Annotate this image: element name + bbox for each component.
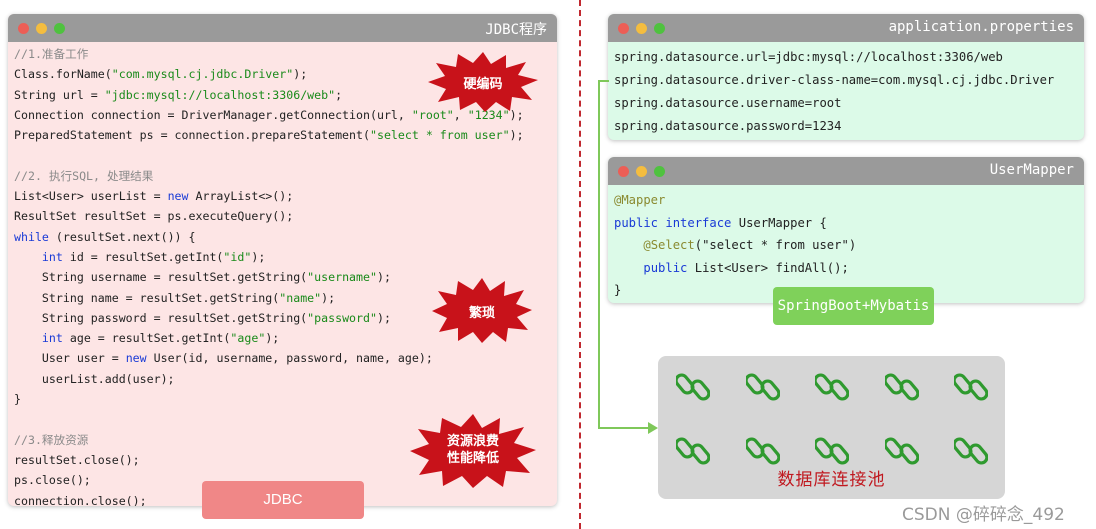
connector-line (598, 80, 609, 82)
watermark: CSDN @碎碎念_492 (902, 505, 1065, 525)
connector-line (598, 427, 650, 429)
chain-link-icon (744, 434, 780, 468)
code-line: String username = resultSet.getString("u… (14, 270, 391, 285)
code-line: //1.准备工作 (14, 47, 89, 61)
tedious-burst-callout: 繁琐 (432, 278, 532, 343)
code-line: public interface UserMapper { (614, 215, 827, 230)
code-line: public List<User> findAll(); (643, 260, 849, 275)
chain-link-icon (952, 434, 989, 468)
code-line: connection.close(); (14, 493, 147, 506)
close-window-button[interactable] (618, 23, 629, 34)
code-line: //2. 执行SQL, 处理结果 (14, 168, 154, 183)
code-line (14, 145, 557, 165)
code-line: String password = resultSet.getString("p… (14, 310, 391, 325)
chain-link-icon (744, 370, 780, 404)
code-line: @Mapper (614, 193, 666, 207)
resource-waste-label: 资源浪费 (446, 434, 499, 449)
resource-waste-burst-callout: 资源浪费 性能降低 (410, 414, 536, 488)
properties-code-block: spring.datasource.url=jdbc:mysql://local… (608, 42, 1084, 138)
code-line: spring.datasource.username=root (614, 96, 842, 110)
code-line: Class.forName("com.mysql.cj.jdbc.Driver"… (14, 67, 308, 82)
springboot-mybatis-tag: SpringBoot+Mybatis (773, 287, 934, 325)
chain-link-icon (952, 370, 989, 404)
code-line: spring.datasource.password=1234 (614, 119, 842, 133)
code-line: spring.datasource.url=jdbc:mysql://local… (614, 50, 1003, 64)
code-line: resultSet.close(); (14, 452, 140, 467)
code-line: Connection connection = DriverManager.ge… (14, 107, 524, 122)
code-line: ResultSet resultSet = ps.executeQuery(); (14, 209, 294, 224)
code-line: } (14, 392, 21, 407)
jdbc-window-titlebar: JDBC程序 (8, 14, 557, 42)
chain-link-icon (883, 370, 919, 404)
mapper-window-titlebar: UserMapper (608, 157, 1084, 185)
section-divider (579, 0, 581, 529)
chain-link-icon (883, 434, 919, 468)
maximize-window-button[interactable] (654, 23, 665, 34)
chain-link-icon (813, 370, 850, 404)
mapper-code-window: UserMapper @Mapper public interface UserM… (608, 157, 1084, 303)
code-line: spring.datasource.driver-class-name=com.… (614, 73, 1055, 87)
code-line: String name = resultSet.getString("name"… (14, 290, 336, 305)
close-window-button[interactable] (18, 23, 29, 34)
performance-drop-label: 性能降低 (446, 451, 499, 466)
code-line: ps.close(); (14, 473, 91, 488)
maximize-window-button[interactable] (54, 23, 65, 34)
code-line: //3.释放资源 (14, 432, 89, 447)
burst-shape (428, 52, 538, 112)
code-line: List<User> userList = new ArrayList<>(); (14, 189, 294, 204)
code-line: } (614, 283, 622, 297)
connection-pool-label: 数据库连接池 (777, 470, 886, 490)
connection-pool: 数据库连接池 (658, 356, 1005, 499)
code-line: @Select("select * from user") (643, 238, 857, 252)
jdbc-code-block: //1.准备工作 Class.forName("com.mysql.cj.jdbc… (8, 42, 557, 506)
window-title: application.properties (888, 19, 1074, 35)
window-title: JDBC程序 (485, 22, 547, 38)
close-window-button[interactable] (618, 166, 629, 177)
code-line: User user = new User(id, username, passw… (14, 351, 433, 366)
hardcode-label: 硬编码 (463, 77, 503, 92)
code-line: int id = resultSet.getInt("id"); (41, 249, 266, 264)
minimize-window-button[interactable] (36, 23, 47, 34)
chain-link-icon (674, 370, 711, 404)
code-line: String url = "jdbc:mysql://localhost:330… (14, 87, 343, 102)
minimize-window-button[interactable] (636, 23, 647, 34)
code-line: PreparedStatement ps = connection.prepar… (14, 128, 524, 143)
maximize-window-button[interactable] (654, 166, 665, 177)
properties-code-window: application.properties spring.datasource… (608, 14, 1084, 140)
code-line: int age = resultSet.getInt("age"); (41, 331, 280, 346)
burst-shape (432, 278, 532, 343)
jdbc-tag: JDBC (202, 481, 364, 519)
properties-window-titlebar: application.properties (608, 14, 1084, 42)
code-line: userList.add(user); (14, 371, 175, 386)
arrow-right-icon (648, 422, 658, 434)
burst-shape (410, 414, 536, 488)
tedious-label: 繁琐 (468, 306, 495, 321)
mapper-code-block: @Mapper public interface UserMapper { @Se… (608, 185, 1084, 302)
connector-line (598, 80, 600, 428)
minimize-window-button[interactable] (636, 166, 647, 177)
window-title: UserMapper (989, 162, 1074, 178)
chain-link-icon (674, 434, 711, 468)
hardcode-burst-callout: 硬编码 (428, 52, 538, 112)
code-line: while (resultSet.next()) { (14, 229, 196, 244)
chain-link-icon (813, 434, 850, 468)
